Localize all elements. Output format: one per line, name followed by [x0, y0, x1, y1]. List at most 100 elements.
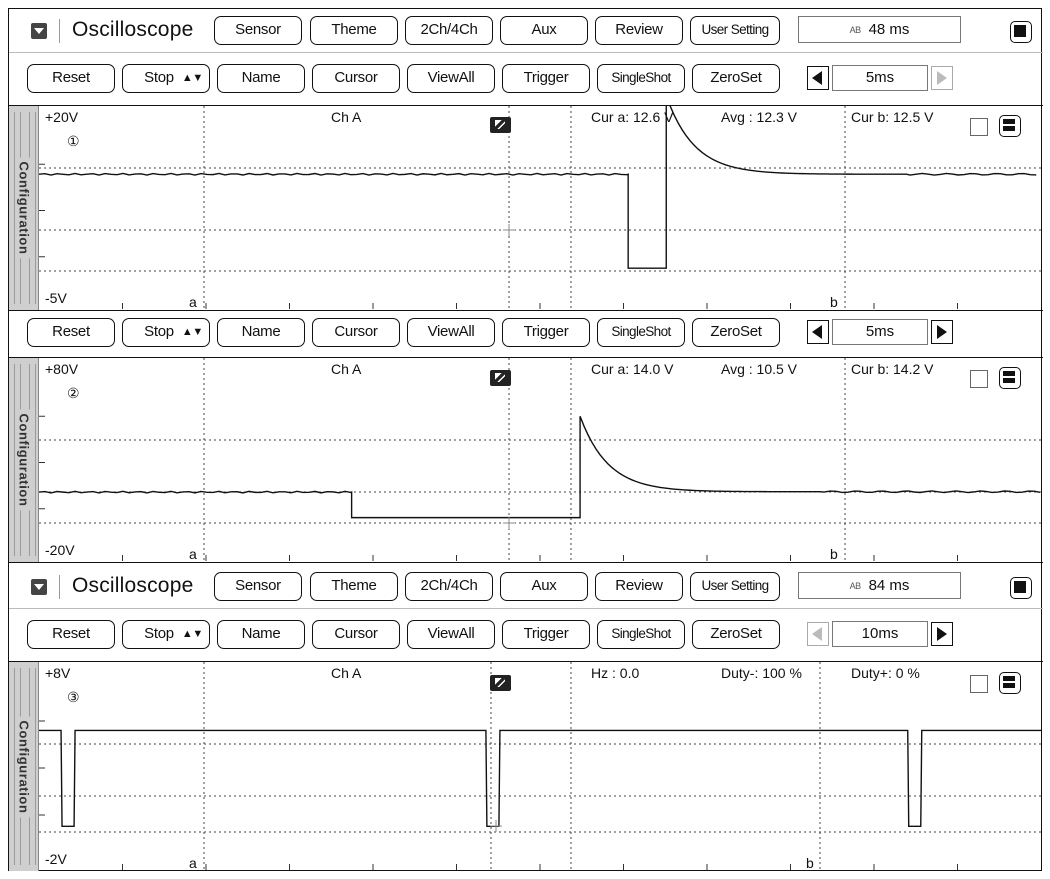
timebase-decrease-button[interactable]	[807, 66, 829, 90]
updown-icon: ▲▼	[181, 72, 203, 84]
panel-checkbox[interactable]	[970, 675, 988, 693]
reset-button[interactable]: Reset	[27, 318, 115, 347]
cursor-a-label: a	[189, 855, 197, 870]
timebase-value: 10ms	[832, 621, 928, 647]
reset-button[interactable]: Reset	[27, 64, 115, 93]
scope-toolbar-3: Reset Stop▲▼ Name Cursor ViewAll Trigger…	[9, 615, 1043, 659]
channel-label: Ch A	[331, 109, 362, 125]
timebase-decrease-button[interactable]	[807, 622, 829, 646]
timebase-increase-button[interactable]	[931, 622, 953, 646]
configuration-label: Configuration	[16, 157, 31, 259]
trigger-marker-icon[interactable]	[490, 117, 511, 133]
theme-button[interactable]: Theme	[310, 16, 398, 45]
name-button[interactable]: Name	[217, 620, 305, 649]
app-title: Oscilloscope	[72, 574, 194, 597]
channel-mode-button[interactable]: 2Ch/4Ch	[405, 16, 493, 45]
zeroset-button[interactable]: ZeroSet	[692, 318, 780, 347]
cursor-b-label: b	[806, 855, 814, 870]
zeroset-button[interactable]: ZeroSet	[692, 620, 780, 649]
waveform-trace	[39, 106, 1037, 269]
channel-label: Ch A	[331, 361, 362, 377]
divider	[59, 19, 60, 43]
user-setting-button[interactable]: User Setting	[690, 572, 780, 601]
panel-checkbox[interactable]	[970, 370, 988, 388]
theme-button[interactable]: Theme	[310, 572, 398, 601]
trigger-button[interactable]: Trigger	[502, 620, 590, 649]
review-button[interactable]: Review	[595, 572, 683, 601]
trigger-button[interactable]: Trigger	[502, 64, 590, 93]
readout-3: Cur b: 14.2 V	[851, 361, 934, 377]
arrow-right-icon	[937, 325, 947, 339]
viewall-button[interactable]: ViewAll	[407, 64, 495, 93]
panel-expand-icon[interactable]	[999, 672, 1021, 694]
name-button[interactable]: Name	[217, 318, 305, 347]
arrow-left-icon	[812, 325, 822, 339]
app-header: Oscilloscope Sensor Theme 2Ch/4Ch Aux Re…	[9, 9, 1043, 53]
cursor-b-label: b	[830, 294, 838, 309]
y-max-label: +80V	[45, 361, 79, 377]
scope-toolbar: Reset Stop ▲▼ Name Cursor ViewAll Trigger…	[9, 59, 1043, 103]
viewall-button[interactable]: ViewAll	[407, 318, 495, 347]
grid	[39, 106, 1041, 309]
menu-dropdown-icon[interactable]	[31, 579, 47, 595]
panel-expand-icon[interactable]	[999, 115, 1021, 137]
y-max-label: +8V	[45, 665, 71, 681]
sensor-button[interactable]: Sensor	[214, 16, 302, 45]
arrow-left-icon	[812, 71, 822, 85]
trigger-marker-icon[interactable]	[490, 675, 511, 691]
stop-record-icon[interactable]	[1010, 577, 1032, 599]
arrow-right-icon	[937, 71, 947, 85]
timebase-value: 5ms	[832, 65, 928, 91]
channel-mode-button[interactable]: 2Ch/4Ch	[405, 572, 493, 601]
panel-expand-icon[interactable]	[999, 367, 1021, 389]
readout-3: Duty+: 0 %	[851, 665, 920, 681]
stop-record-icon[interactable]	[1010, 21, 1032, 43]
singleshot-button[interactable]: SingleShot	[597, 64, 685, 93]
singleshot-button[interactable]: SingleShot	[597, 620, 685, 649]
y-max-label: +20V	[45, 109, 79, 125]
name-button[interactable]: Name	[217, 64, 305, 93]
app-frame: Oscilloscope Sensor Theme 2Ch/4Ch Aux Re…	[8, 8, 1043, 871]
timebase-increase-button[interactable]	[931, 66, 953, 90]
viewall-button[interactable]: ViewAll	[407, 620, 495, 649]
reset-button[interactable]: Reset	[27, 620, 115, 649]
timebase-decrease-button[interactable]	[807, 320, 829, 344]
timebase-increase-button[interactable]	[931, 320, 953, 344]
cursor-button[interactable]: Cursor	[312, 318, 400, 347]
stop-select-label: Stop	[144, 625, 174, 642]
aux-button[interactable]: Aux	[500, 16, 588, 45]
scope-toolbar-2: Reset Stop▲▼ Name Cursor ViewAll Trigger…	[9, 311, 1043, 355]
singleshot-button[interactable]: SingleShot	[597, 318, 685, 347]
readout-1: Cur a: 14.0 V	[591, 361, 674, 377]
configuration-tab[interactable]: Configuration	[9, 358, 39, 562]
configuration-tab[interactable]: Configuration	[9, 106, 39, 310]
menu-dropdown-icon[interactable]	[31, 23, 47, 39]
aux-button[interactable]: Aux	[500, 572, 588, 601]
cursor-button[interactable]: Cursor	[312, 620, 400, 649]
user-setting-button[interactable]: User Setting	[690, 16, 780, 45]
panel-checkbox[interactable]	[970, 118, 988, 136]
waveform-trace	[39, 415, 1041, 519]
updown-icon: ▲▼	[181, 326, 203, 338]
cursor-a-label: a	[189, 546, 197, 561]
stop-select-label: Stop	[144, 69, 174, 86]
zeroset-button[interactable]: ZeroSet	[692, 64, 780, 93]
stop-select[interactable]: Stop▲▼	[122, 620, 210, 649]
arrow-right-icon	[937, 627, 947, 641]
stop-select[interactable]: Stop ▲▼	[122, 64, 210, 93]
trigger-button[interactable]: Trigger	[502, 318, 590, 347]
cursor-button[interactable]: Cursor	[312, 64, 400, 93]
configuration-tab[interactable]: Configuration	[9, 662, 39, 871]
panel-number-marker: ②	[67, 385, 80, 401]
sensor-button[interactable]: Sensor	[214, 572, 302, 601]
trigger-marker-icon[interactable]	[490, 370, 511, 386]
panel-number-marker: ③	[67, 689, 80, 705]
review-button[interactable]: Review	[595, 16, 683, 45]
stop-select[interactable]: Stop▲▼	[122, 318, 210, 347]
grid	[39, 358, 1041, 561]
